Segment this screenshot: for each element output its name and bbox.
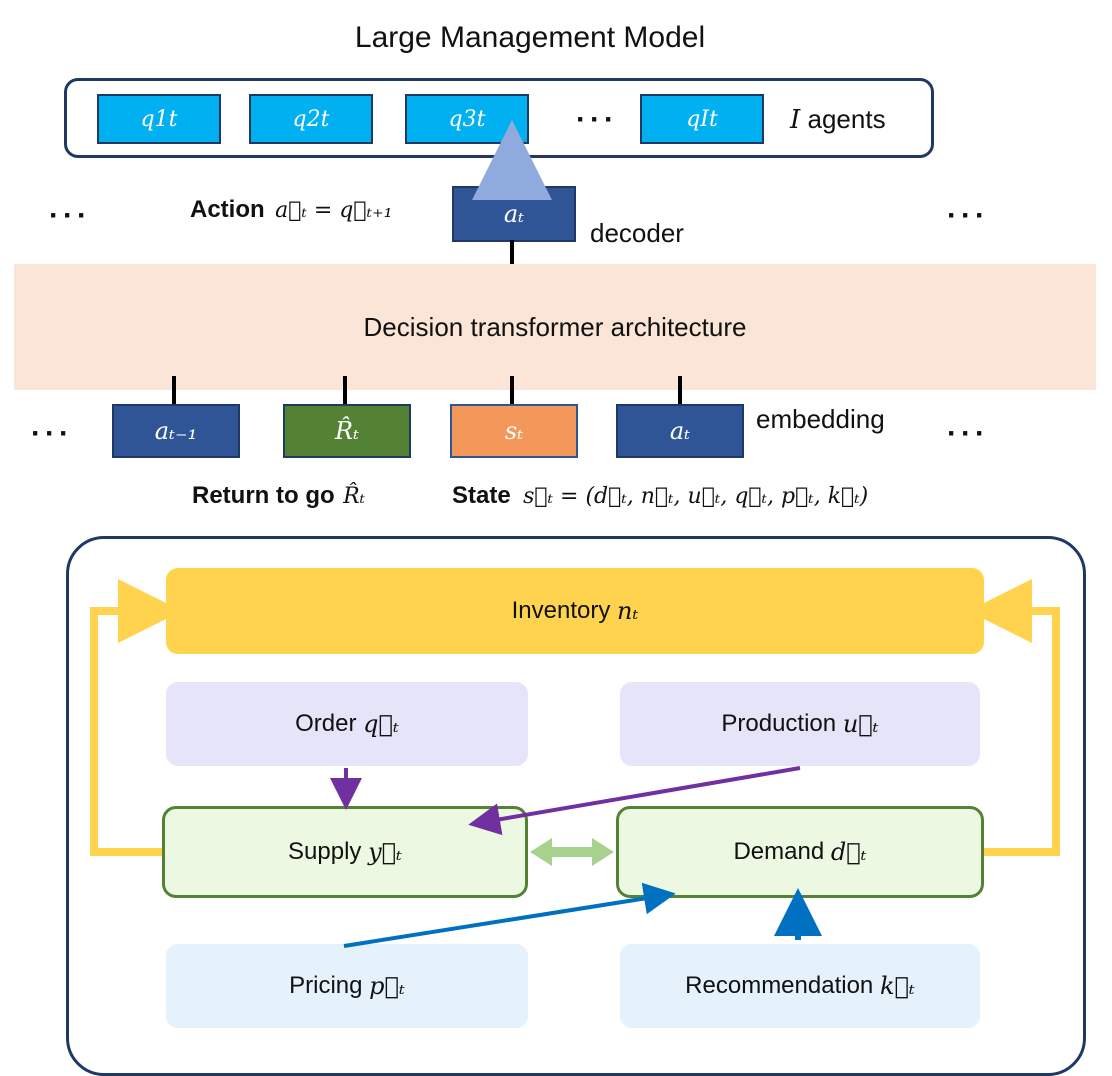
action-label-group: Action a⃗ₜ = q⃗ₜ₊₁ [190, 196, 393, 223]
demand-box: Demand d⃗ₜ [616, 806, 984, 898]
recommendation-box: Recommendation k⃗ₜ [620, 944, 980, 1028]
agent-q1: q1t [97, 94, 221, 144]
agents-ellipsis: ··· [576, 103, 618, 136]
left-ellipsis-bottom: ··· [31, 417, 73, 450]
transformer-block: Decision transformer architecture [14, 264, 1096, 390]
right-ellipsis-bottom: ··· [947, 417, 989, 450]
order-box: Order q⃗ₜ [166, 682, 528, 766]
diagram-title: Large Management Model [354, 21, 706, 54]
agents-count-label: I agents [790, 104, 886, 135]
pricing-box: Pricing p⃗ₜ [166, 944, 528, 1028]
embed-token-return: R̂ₜ [283, 404, 411, 458]
right-ellipsis-top: ··· [947, 199, 989, 232]
pricing-to-demand-arrow [343, 882, 676, 948]
production-to-supply-arrow [468, 766, 801, 836]
decoder-label: decoder [590, 218, 684, 248]
state-label: State s⃗ₜ = (d⃗ₜ, n⃗ₜ, u⃗ₜ, q⃗ₜ, p⃗ₜ, k⃗… [452, 482, 869, 509]
left-ellipsis-top: ··· [49, 199, 91, 232]
supply-to-inventory-arrow [90, 579, 182, 856]
agent-q2: q2t [249, 94, 373, 144]
return-to-go-label: Return to go R̂ₜ [192, 482, 366, 509]
embed-token-prev-action: aₜ₋₁ [112, 404, 240, 458]
embedding-label: embedding [756, 404, 885, 434]
demand-to-inventory-arrow [968, 579, 1060, 856]
embed-token-action: aₜ [616, 404, 744, 458]
production-box: Production u⃗ₜ [620, 682, 980, 766]
transformer-connectors [172, 120, 682, 404]
system-arrows [90, 579, 1060, 948]
inventory-box: Inventory nₜ [166, 568, 984, 654]
agent-qI: qIt [640, 94, 764, 144]
embed-token-state: sₜ [450, 404, 578, 458]
